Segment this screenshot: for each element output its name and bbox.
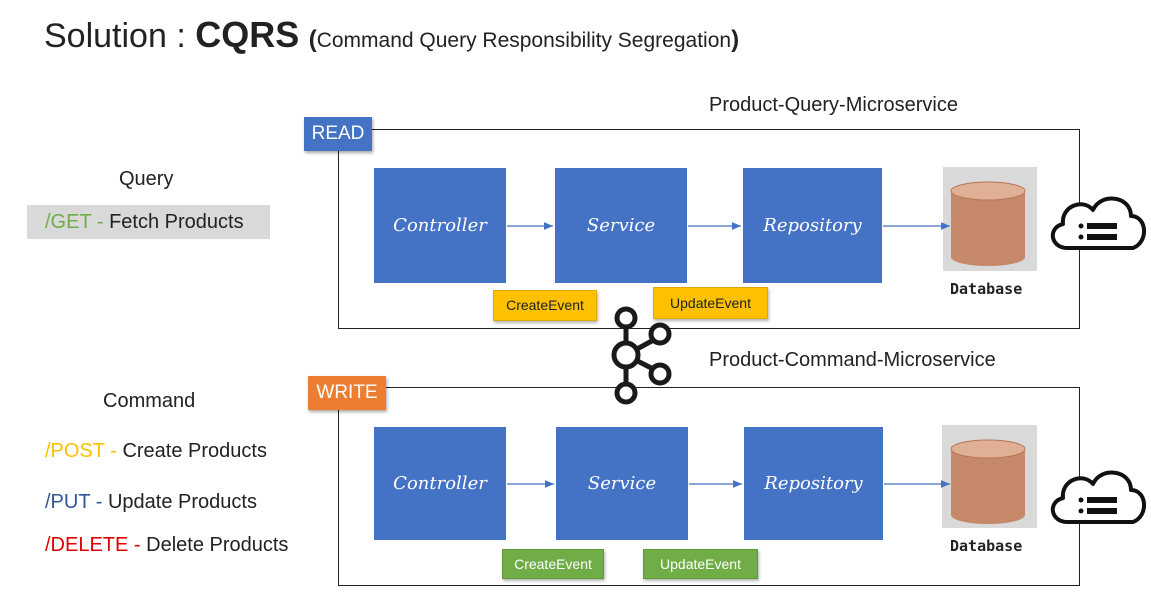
database-cylinder-icon [950, 181, 1026, 266]
read-database-tile [943, 167, 1037, 271]
command-heading: Command [103, 390, 196, 412]
database-cylinder-icon [950, 439, 1026, 524]
write-service-title: Product-Command-Microservice [709, 349, 996, 371]
title-prefix: Solution : [44, 17, 196, 55]
write-database-tile [942, 425, 1037, 528]
delete-endpoint: /DELETE - Delete Products [45, 534, 288, 557]
write-tag: WRITE [308, 376, 386, 410]
get-text: Fetch Products [109, 211, 244, 233]
get-method: /GET [45, 211, 92, 233]
read-create-event: CreateEvent [493, 290, 597, 321]
post-method: /POST - [45, 440, 117, 462]
page-title: Solution : CQRS (Command Query Responsib… [44, 14, 739, 56]
title-main: CQRS [195, 14, 300, 55]
put-text: Update Products [107, 491, 257, 513]
write-repository-box: Repository [744, 427, 883, 540]
cloud-server-icon [1051, 196, 1146, 250]
read-service-title: Product-Query-Microservice [709, 94, 958, 116]
get-endpoint: /GET - Fetch Products [45, 211, 244, 234]
write-database-label: Database [950, 537, 1023, 555]
write-controller-box: Controller [374, 427, 506, 540]
delete-text: Delete Products [146, 534, 289, 556]
read-database-label: Database [950, 280, 1023, 298]
get-sep: - [91, 211, 110, 233]
cloud-server-icon [1051, 470, 1146, 524]
put-method: /PUT - [45, 491, 103, 513]
read-controller-box: Controller [374, 168, 506, 283]
post-endpoint: /POST - Create Products [45, 440, 267, 463]
query-heading: Query [119, 168, 174, 190]
title-paren-close: ) [731, 26, 740, 53]
put-endpoint: /PUT - Update Products [45, 491, 257, 514]
read-repository-box: Repository [743, 168, 882, 283]
kafka-logo-icon [611, 306, 672, 405]
write-service-box: Service [556, 427, 688, 540]
title-subtitle: Command Query Responsibility Segregation [316, 29, 732, 52]
get-endpoint-bar [27, 205, 270, 239]
read-tag: READ [304, 117, 372, 151]
delete-method: /DELETE - [45, 534, 141, 556]
read-service-box: Service [555, 168, 687, 283]
post-text: Create Products [122, 440, 267, 462]
title-paren-open: ( [308, 26, 317, 53]
read-update-event: UpdateEvent [653, 287, 768, 319]
write-create-event: CreateEvent [502, 549, 604, 579]
write-update-event: UpdateEvent [643, 549, 758, 579]
